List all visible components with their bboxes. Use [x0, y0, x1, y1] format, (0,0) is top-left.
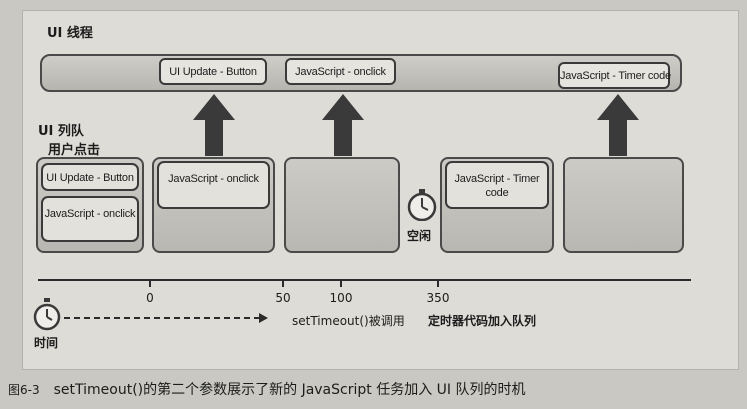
time-label: 时间 — [34, 336, 59, 350]
queue-slot-5 — [563, 157, 684, 253]
thread-task-ui-update: UI Update - Button — [159, 58, 267, 85]
timer-queued-label: 定时器代码加入队列 — [428, 314, 537, 328]
clock-icon — [407, 189, 437, 221]
figure-number: 图6-3 — [8, 383, 40, 397]
tick-mark — [149, 280, 151, 287]
up-arrow — [193, 94, 235, 156]
tick-mark — [340, 280, 342, 287]
up-arrow — [322, 94, 364, 156]
tick-mark — [437, 280, 439, 287]
queue-slot-3 — [284, 157, 400, 253]
clock-icon — [33, 298, 61, 331]
caption-text: setTimeout()的第二个参数展示了新的 JavaScript 任务加入 … — [53, 382, 526, 398]
ui-queue-label: UI 列队 — [38, 124, 84, 139]
tick-label: 350 — [426, 291, 450, 305]
time-flow-arrow — [64, 317, 260, 319]
tick-label: 0 — [146, 291, 154, 305]
thread-task-onclick: JavaScript - onclick — [285, 58, 396, 85]
tick-mark — [282, 280, 284, 287]
up-arrow — [597, 94, 639, 156]
queue-item-onclick: JavaScript - onclick — [157, 161, 270, 209]
queue-item-onclick: JavaScript - onclick — [41, 196, 139, 242]
settimeout-label: setTimeout()被调用 — [292, 314, 405, 328]
queue-item-timer-code: JavaScript - Timer code — [445, 161, 549, 209]
timeline-axis — [38, 279, 691, 281]
tick-label: 50 — [275, 291, 291, 305]
figure-caption: 图6-3 setTimeout()的第二个参数展示了新的 JavaScript 任… — [8, 379, 525, 399]
arrow-head-icon — [259, 313, 268, 323]
user-click-label: 用户点击 — [48, 143, 101, 158]
ui-thread-label: UI 线程 — [47, 26, 93, 41]
queue-item-ui-update: UI Update - Button — [41, 163, 139, 191]
tick-label: 100 — [329, 291, 353, 305]
idle-label: 空闲 — [407, 229, 432, 243]
thread-task-timer-code: JavaScript - Timer code — [558, 62, 671, 89]
